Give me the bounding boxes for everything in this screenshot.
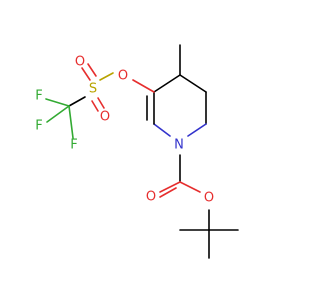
atom-label-o-carbonyl: O (146, 190, 156, 205)
bond-s-cf3 (68, 96, 86, 107)
atom-label-f1: F (35, 89, 42, 104)
atom-label-n: N (174, 138, 184, 153)
atom-label-o-ester-ring: O (118, 69, 128, 84)
bond-carbonyl-c-o-double (159, 187, 177, 198)
bond-cf3-f3 (68, 105, 74, 139)
bond-carbonyl-c-o-ester (179, 181, 201, 193)
atom-label-o-sulfonyl-bottom: O (100, 110, 110, 125)
atom-labels: O S O O F F F N O O (35, 55, 214, 206)
bond-s-o-bottom-double (91, 100, 99, 112)
bond-s-o-bottom (97, 97, 105, 109)
bond-cf3-f2 (46, 105, 70, 123)
bond-c2-n (187, 123, 207, 137)
bond-n-c6 (153, 123, 171, 137)
atom-label-s: S (89, 82, 97, 97)
atom-label-f2: F (35, 119, 42, 134)
molecule-structure-diagram: O S O O F F F N O O (35, 44, 239, 259)
atom-label-f3: F (70, 138, 77, 153)
bond-s-o-top (81, 67, 91, 81)
bond-o-s (99, 72, 114, 81)
bond-carbonyl-c-o (159, 181, 181, 193)
bonds (45, 44, 239, 259)
atom-label-o-carbamate: O (204, 191, 214, 206)
bond-s-o-top-double (87, 63, 97, 77)
bond-c4-c3 (179, 74, 207, 93)
bond-c5-o (132, 79, 155, 93)
atom-label-o-sulfonyl-top: O (75, 55, 85, 70)
bond-cf3-f1 (45, 98, 70, 107)
bond-c4-c5 (153, 74, 181, 93)
